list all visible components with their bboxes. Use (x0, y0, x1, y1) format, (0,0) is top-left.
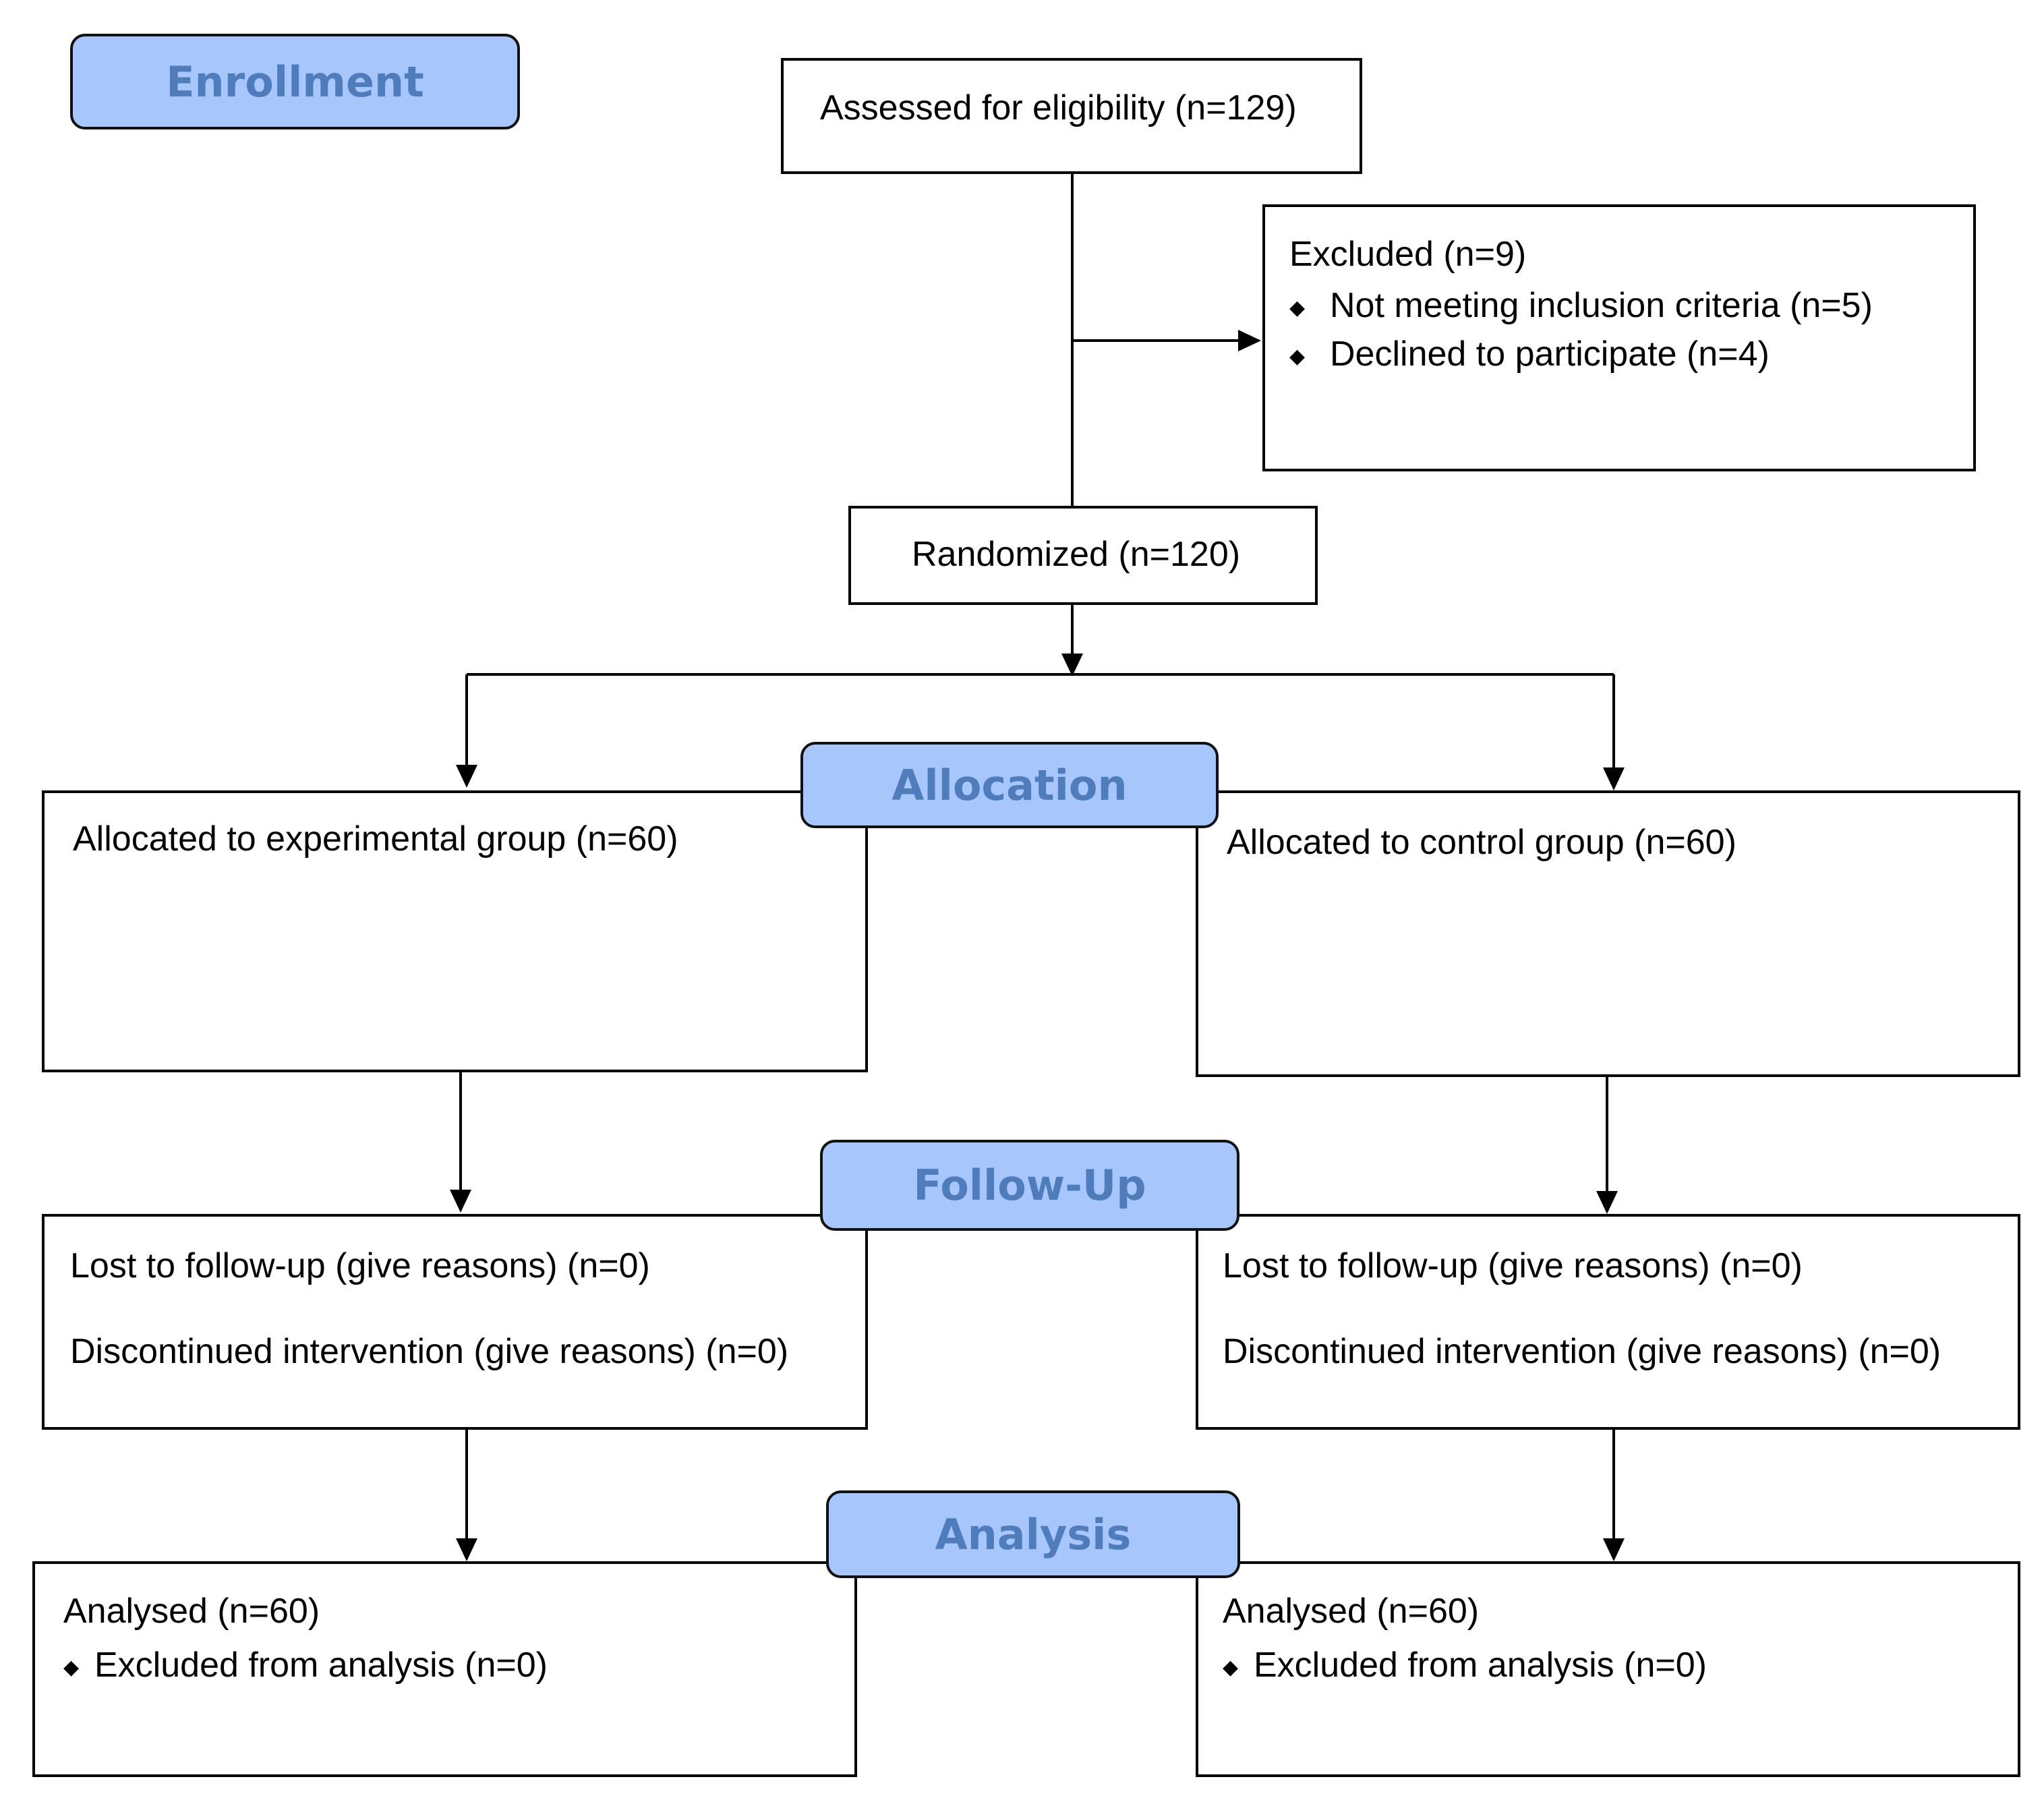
randomized-text: Randomized (n=120) (912, 535, 1241, 574)
allocated-control-text: Allocated to control group (n=60) (1227, 823, 1736, 862)
followup-experimental-box: Lost to follow-up (give reasons) (n=0) D… (42, 1214, 868, 1430)
assessed-text: Assessed for eligibility (n=129) (820, 88, 1297, 127)
analysis-control-box: Analysed (n=60) ◆Excluded from analysis … (1196, 1561, 2020, 1777)
phase-label-allocation: Allocation (800, 742, 1219, 828)
allocated-experimental-text: Allocated to experimental group (n=60) (73, 819, 678, 859)
followup-control-discontinued: Discontinued intervention (give reasons)… (1223, 1332, 1941, 1371)
followup-control-box: Lost to follow-up (give reasons) (n=0) D… (1196, 1214, 2020, 1430)
analysis-control-excluded: ◆Excluded from analysis (n=0) (1223, 1646, 1707, 1685)
excluded-reason-2: ◆Declined to participate (n=4) (1289, 335, 1770, 374)
arrowhead-excluded (1238, 330, 1261, 351)
bullet-icon: ◆ (1223, 1656, 1239, 1679)
followup-experimental-discontinued: Discontinued intervention (give reasons)… (70, 1332, 789, 1371)
bullet-icon: ◆ (1289, 296, 1306, 319)
excluded-title: Excluded (n=9) (1289, 235, 1527, 274)
arrowhead-right-followup (1596, 1191, 1618, 1214)
arrowhead-left-followup (450, 1190, 471, 1213)
arrowhead-right-analysis (1603, 1538, 1625, 1561)
arrowhead-randomized-split (1061, 654, 1083, 676)
excluded-reason-1: ◆Not meeting inclusion criteria (n=5) (1289, 286, 1873, 325)
allocated-control-box: Allocated to control group (n=60) (1196, 790, 2020, 1077)
arrowhead-left-analysis (456, 1538, 477, 1561)
phase-label-follow-up: Follow-Up (820, 1140, 1239, 1231)
phase-label-enrollment: Enrollment (70, 34, 520, 129)
analysis-experimental-excluded: ◆Excluded from analysis (n=0) (63, 1646, 548, 1685)
arrowhead-left-allocated (456, 765, 477, 788)
excluded-box: Excluded (n=9) ◆Not meeting inclusion cr… (1262, 204, 1976, 471)
analysis-experimental-analysed: Analysed (n=60) (63, 1592, 320, 1631)
followup-experimental-lost: Lost to follow-up (give reasons) (n=0) (70, 1246, 650, 1285)
followup-control-lost: Lost to follow-up (give reasons) (n=0) (1223, 1246, 1803, 1285)
allocated-experimental-box: Allocated to experimental group (n=60) (42, 790, 868, 1072)
bullet-icon: ◆ (1289, 345, 1306, 368)
analysis-control-analysed: Analysed (n=60) (1223, 1592, 1480, 1631)
assessed-box: Assessed for eligibility (n=129) (781, 58, 1362, 174)
phase-label-analysis: Analysis (826, 1490, 1240, 1578)
analysis-experimental-box: Analysed (n=60) ◆Excluded from analysis … (32, 1561, 857, 1777)
arrowhead-right-allocated (1603, 767, 1625, 790)
randomized-box: Randomized (n=120) (848, 506, 1318, 605)
bullet-icon: ◆ (63, 1656, 80, 1679)
